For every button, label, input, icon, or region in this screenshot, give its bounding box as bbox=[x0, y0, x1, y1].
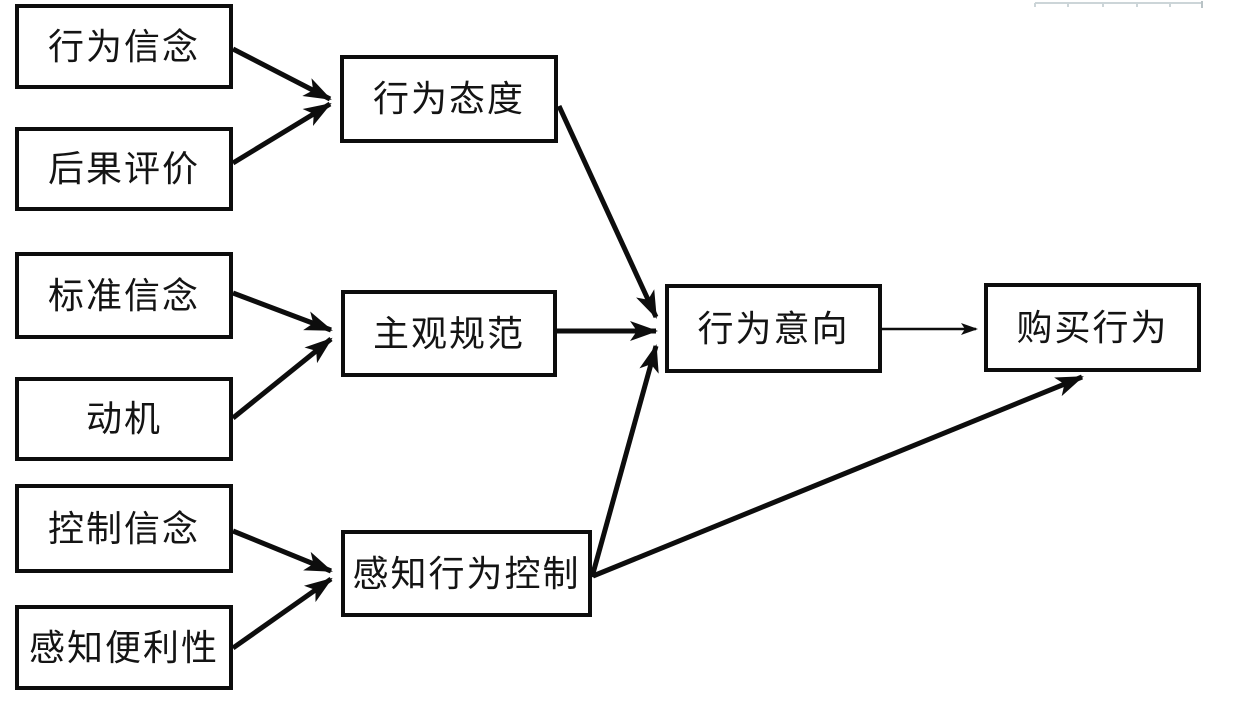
node-perceived-convenience-label: 感知便利性 bbox=[28, 627, 219, 668]
node-control-beliefs-label: 控制信念 bbox=[47, 508, 200, 549]
node-attitude: 行为态度 bbox=[340, 55, 558, 143]
node-behavioral-beliefs-label: 行为信念 bbox=[47, 26, 200, 67]
node-normative-beliefs: 标准信念 bbox=[15, 252, 233, 339]
node-behavioral-intention-label: 行为意向 bbox=[697, 308, 850, 349]
node-perceived-behavioral-control: 感知行为控制 bbox=[341, 530, 592, 617]
arrow-control-beliefs-to-pbc bbox=[232, 528, 333, 574]
arrow-motivation-to-subjective-norm bbox=[231, 337, 333, 420]
node-subjective-norm-label: 主观规范 bbox=[372, 313, 525, 354]
cropped-table-edge-artifact bbox=[1034, 1, 1203, 8]
arrow-normative-beliefs-to-subjective-norm bbox=[232, 290, 333, 333]
node-outcome-evaluation: 后果评价 bbox=[15, 127, 233, 211]
node-outcome-evaluation-label: 后果评价 bbox=[47, 149, 200, 189]
node-motivation-label: 动机 bbox=[85, 399, 162, 439]
node-motivation: 动机 bbox=[15, 377, 233, 461]
arrow-pbc-to-intention bbox=[589, 344, 659, 578]
node-purchase-behavior-label: 购买行为 bbox=[1016, 307, 1169, 348]
node-attitude-label: 行为态度 bbox=[372, 79, 525, 119]
arrow-behavioral-beliefs-to-attitude bbox=[231, 46, 332, 102]
arrow-attitude-to-intention bbox=[556, 104, 659, 319]
arrow-pbc-to-purchase bbox=[592, 374, 1084, 579]
arrow-perceived-convenience-to-pbc bbox=[231, 576, 333, 651]
node-control-beliefs: 控制信念 bbox=[15, 484, 233, 573]
arrow-outcome-evaluation-to-attitude bbox=[231, 101, 332, 166]
node-perceived-convenience: 感知便利性 bbox=[15, 605, 233, 690]
node-normative-beliefs-label: 标准信念 bbox=[47, 275, 200, 316]
node-behavioral-beliefs: 行为信念 bbox=[15, 4, 233, 89]
node-perceived-behavioral-control-label: 感知行为控制 bbox=[352, 553, 581, 594]
node-purchase-behavior: 购买行为 bbox=[984, 283, 1201, 372]
node-behavioral-intention: 行为意向 bbox=[665, 284, 882, 373]
node-subjective-norm: 主观规范 bbox=[341, 290, 557, 377]
